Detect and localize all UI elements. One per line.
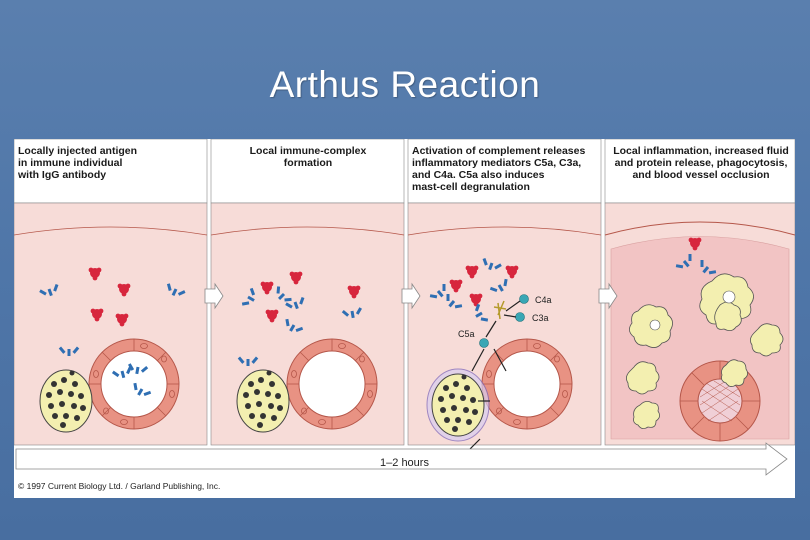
copyright-notice: © 1997 Current Biology Ltd. / Garland Pu… [18,481,221,491]
panel-1-caption: Locally injected antigen in immune indiv… [18,145,138,181]
panel-4-artwork [626,237,784,442]
panel-2-caption: Local immune-complex formation [249,145,367,169]
panel-3-artwork [426,257,573,450]
timeline-bar [15,442,788,476]
figure-artwork [14,139,795,476]
panel-4-caption: Local inflammation, increased fluid and … [613,145,789,181]
slide-title: Arthus Reaction [269,64,541,105]
timeline-label: 1–2 hours [380,457,429,469]
panel-3-caption: Activation of complement releases inflam… [412,145,586,193]
c4a-label: C4a [535,295,552,305]
panel-arrows [204,282,618,310]
c3a-label: C3a [532,313,549,323]
arthus-reaction-figure: Locally injected antigen in immune indiv… [14,139,795,498]
c5a-label: C5a [458,329,475,339]
